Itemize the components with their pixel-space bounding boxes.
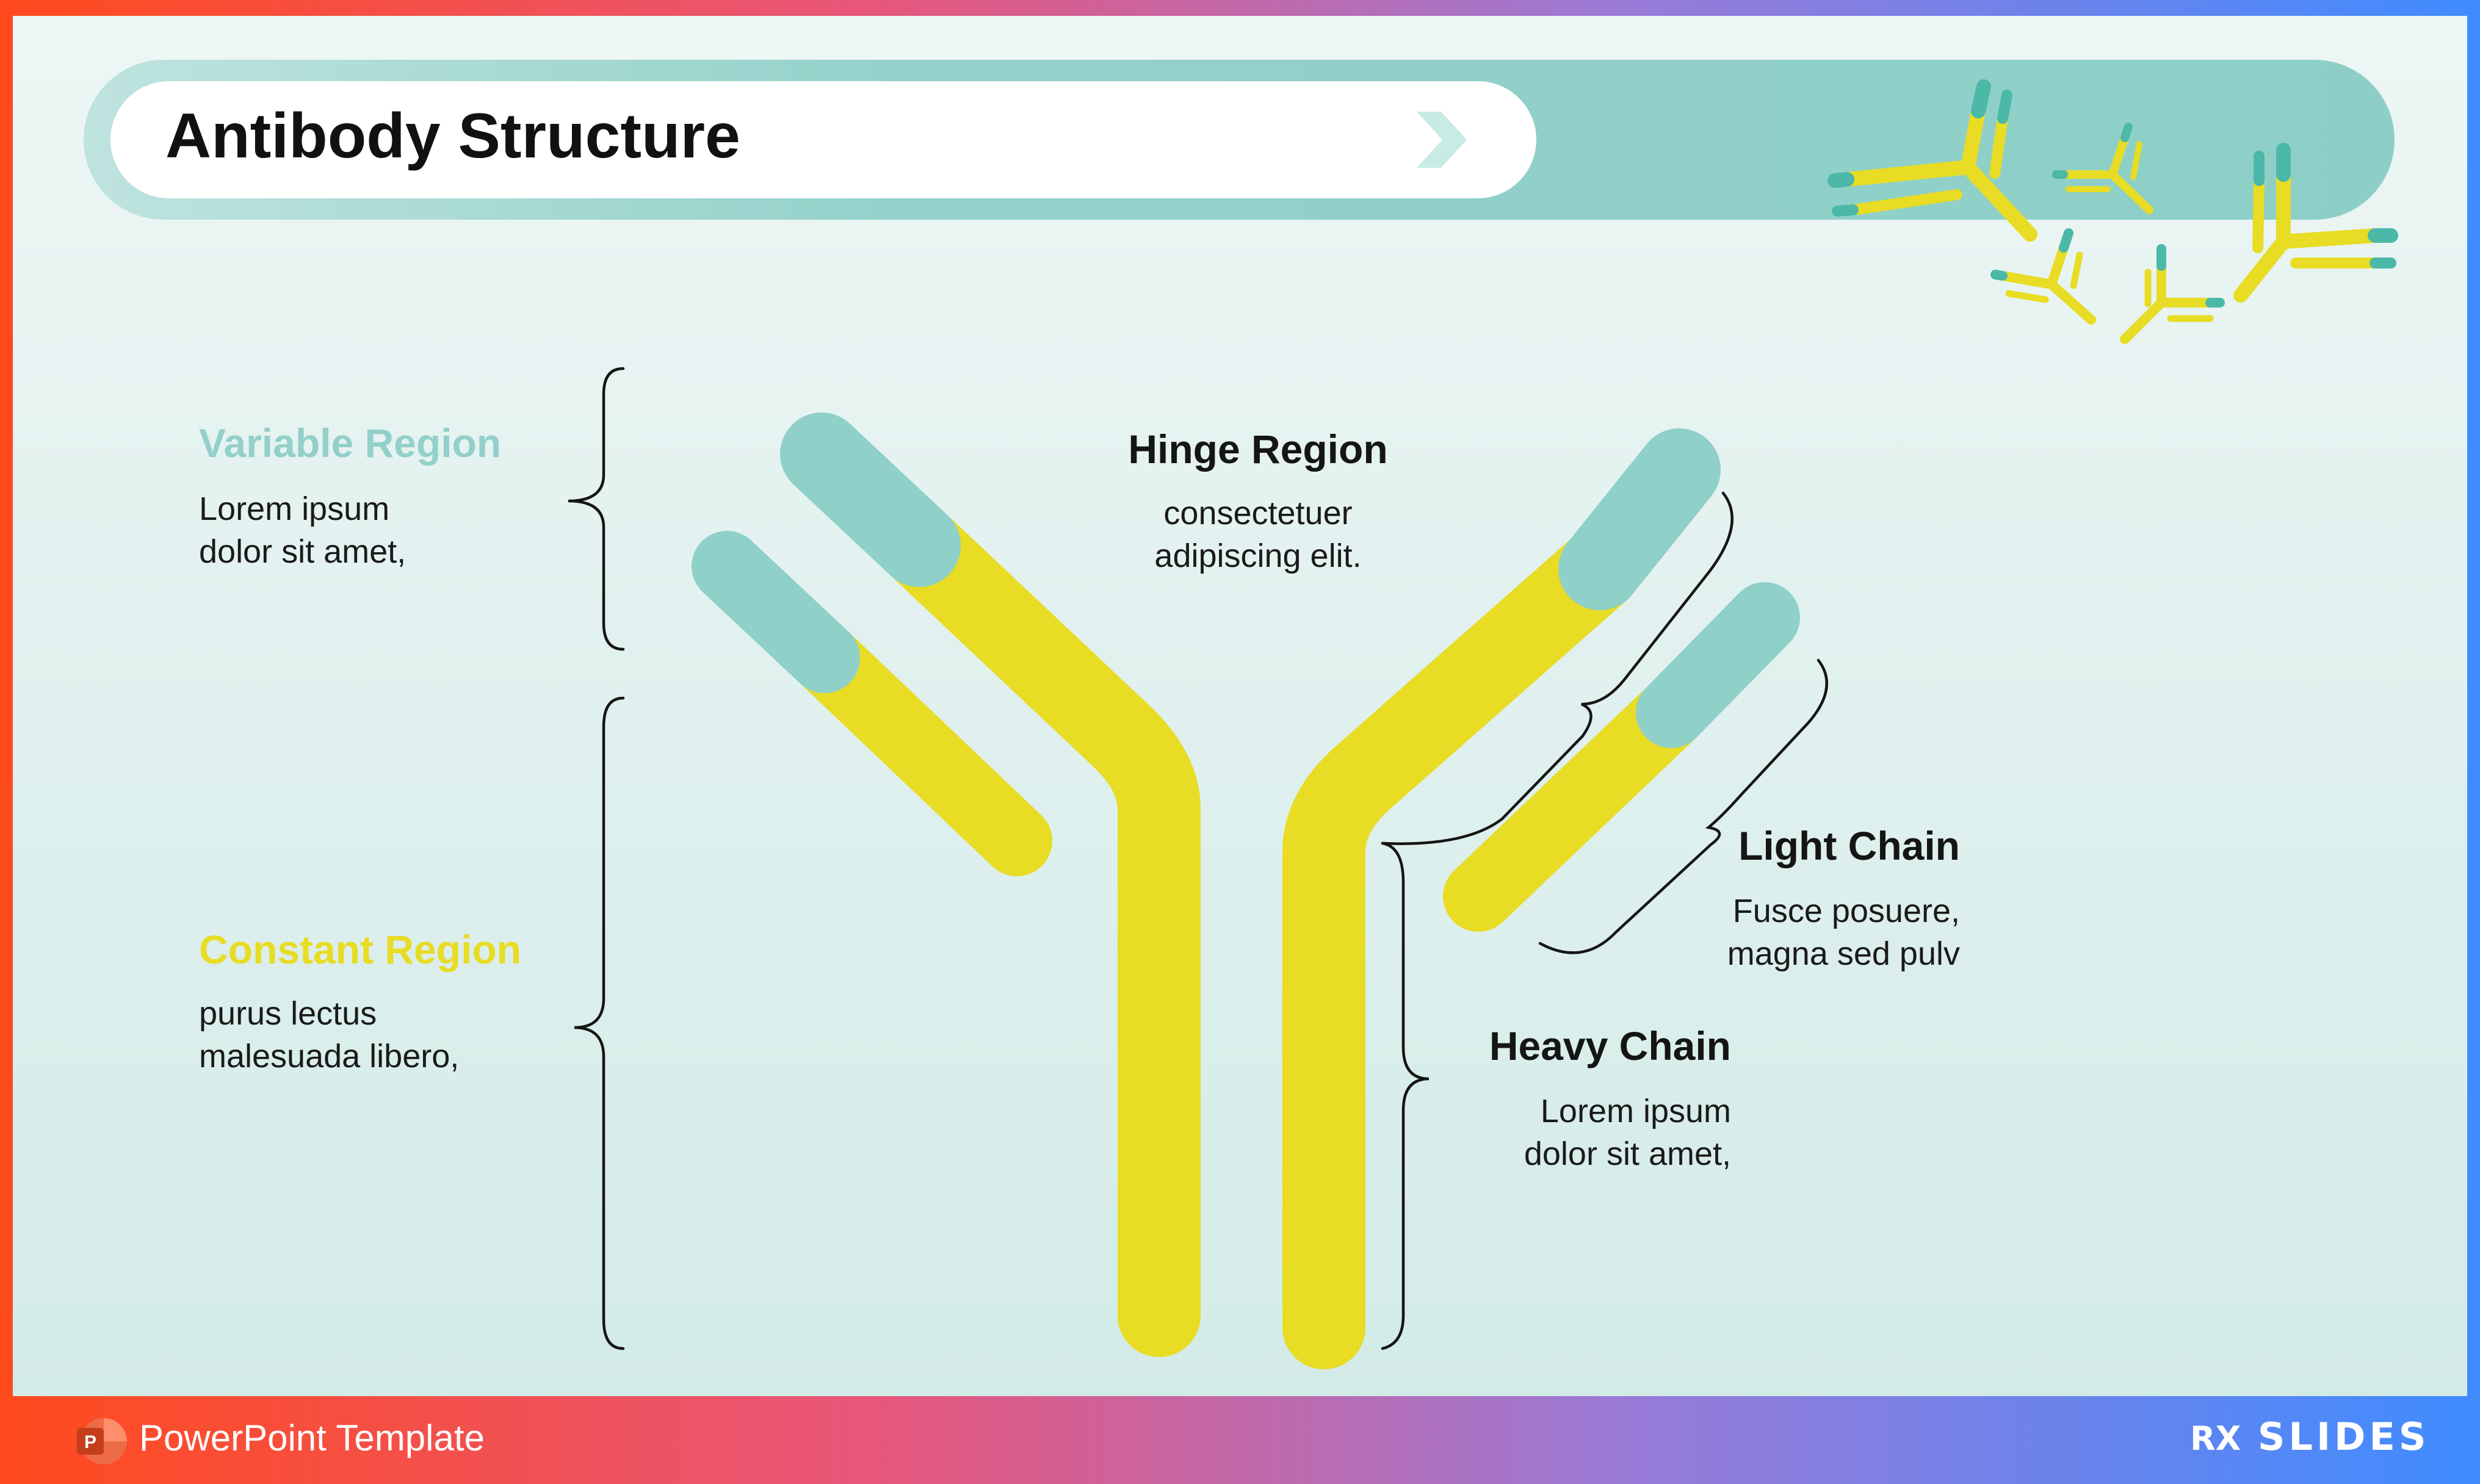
variable-region-text-line: Lorem ipsum	[199, 488, 406, 530]
left-light-chain-variable	[727, 566, 825, 658]
hinge-region-text-line: adipiscing elit.	[1099, 535, 1417, 577]
footer-template-label: PowerPoint Template	[139, 1417, 485, 1459]
right-light-chain-variable	[1671, 618, 1765, 713]
light-chain-text-line: Fusce posuere,	[1600, 890, 1960, 932]
brand-name: SLIDES	[2258, 1414, 2430, 1459]
antibody-diagram	[13, 16, 2467, 1396]
powerpoint-icon-letter: P	[84, 1432, 96, 1452]
heavy-chain-heading: Heavy Chain	[1417, 1023, 1731, 1069]
hinge-region-text-line: consectetuer	[1099, 492, 1417, 535]
hinge-region-heading: Hinge Region	[1099, 426, 1417, 472]
variable-region-text-line: dolor sit amet,	[199, 530, 406, 573]
brand-mark: RX	[2190, 1419, 2241, 1458]
heavy-chain-text-line: dolor sit amet,	[1417, 1133, 1731, 1175]
right-heavy-chain-variable	[1600, 470, 1679, 569]
left-heavy-chain-variable	[822, 454, 919, 546]
constant-region-brace	[574, 698, 623, 1349]
variable-region-brace	[568, 369, 623, 649]
right-heavy-chain-constant	[1324, 569, 1600, 1328]
variable-region-heading: Variable Region	[199, 420, 501, 466]
brand-logo: RX SLIDES	[2190, 1414, 2430, 1459]
light-chain-heading: Light Chain	[1600, 823, 1960, 869]
slide: Antibody Structure	[13, 16, 2467, 1396]
left-light-chain-constant	[825, 658, 1017, 841]
light-chain-text-line: magna sed pulv	[1600, 932, 1960, 975]
constant-region-text-line: malesuada libero,	[199, 1035, 459, 1078]
left-heavy-chain-constant	[919, 546, 1159, 1316]
constant-region-heading: Constant Region	[199, 926, 521, 973]
heavy-chain-text-line: Lorem ipsum	[1417, 1090, 1731, 1133]
powerpoint-icon: P	[76, 1416, 127, 1467]
constant-region-text-line: purus lectus	[199, 992, 459, 1035]
